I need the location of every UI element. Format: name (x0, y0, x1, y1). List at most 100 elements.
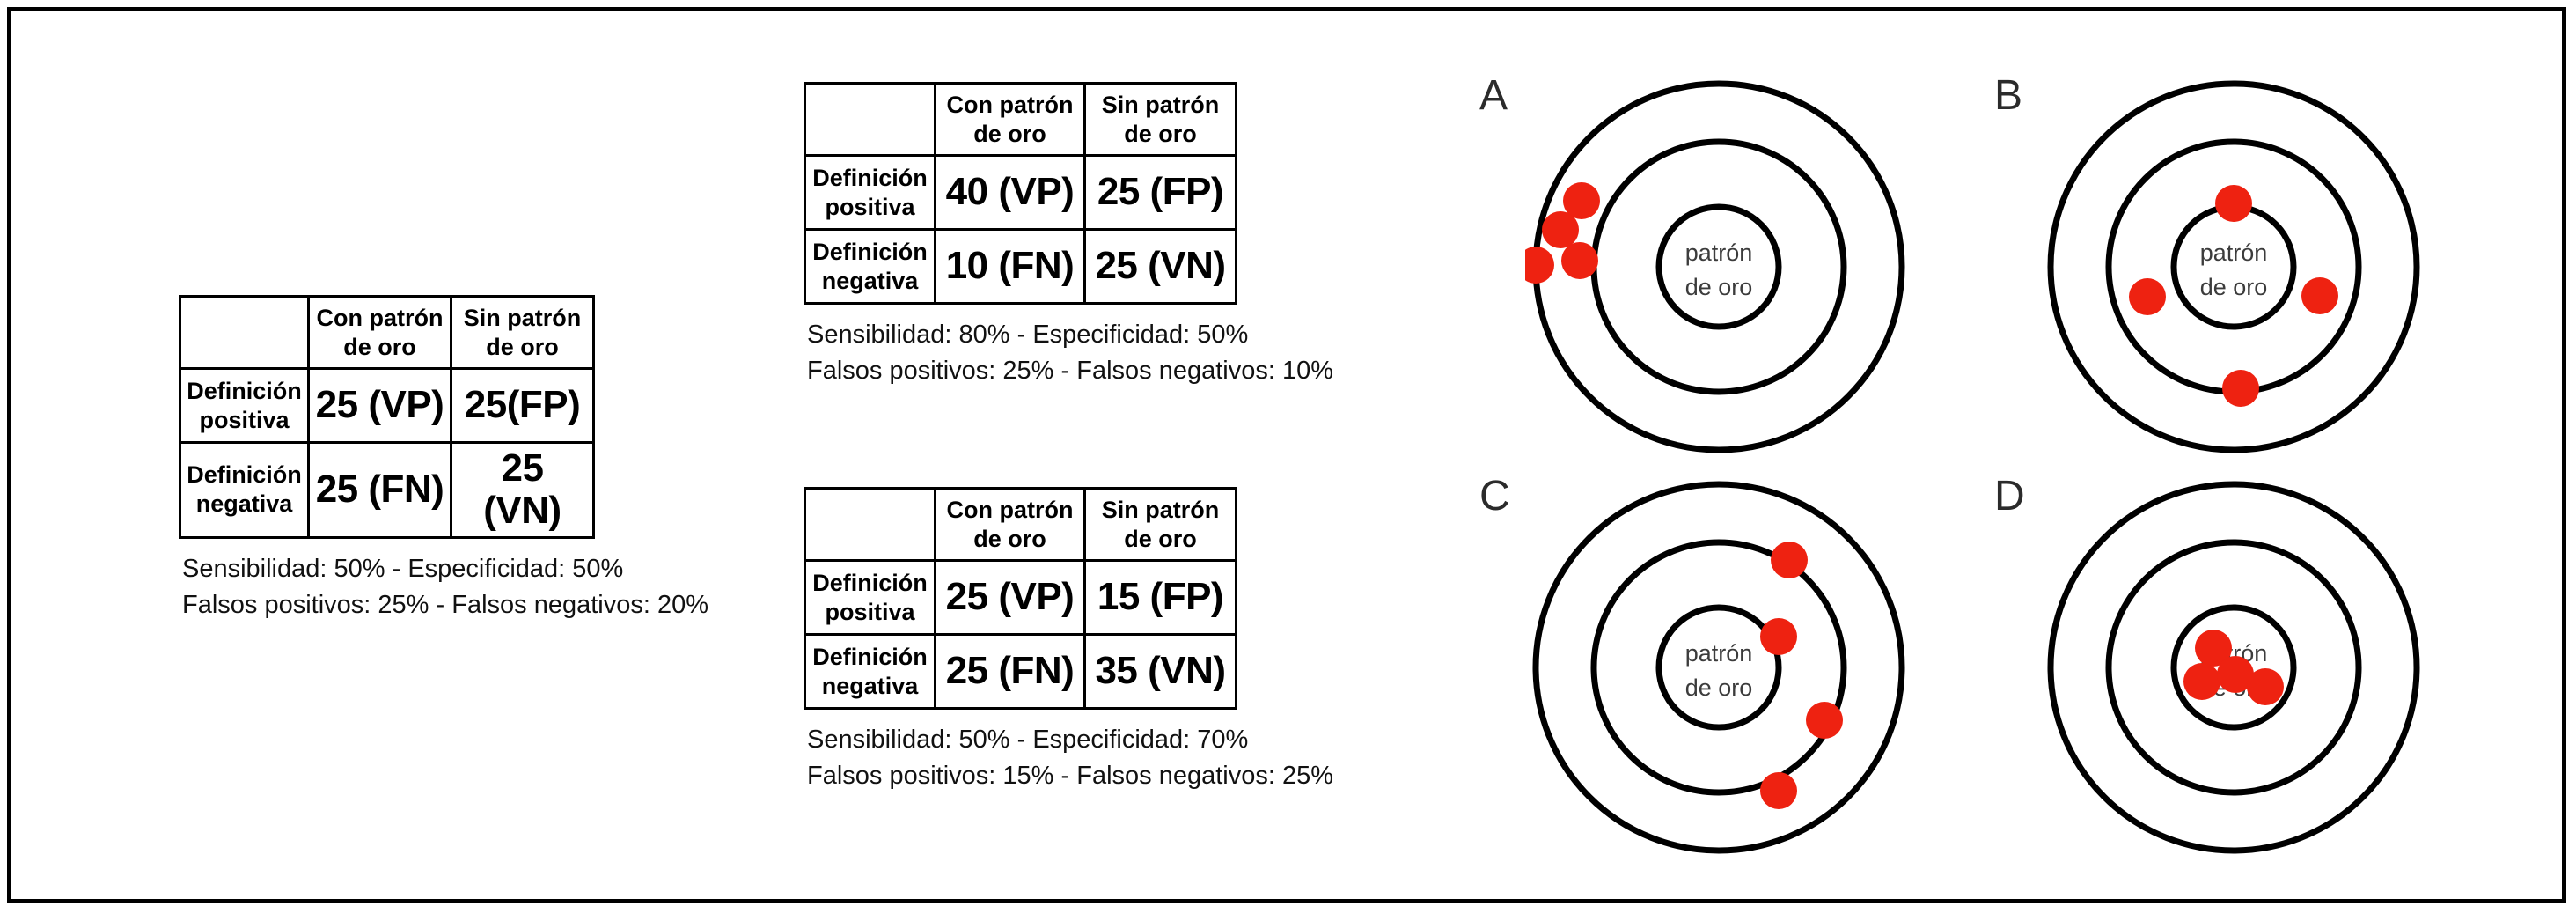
caption-falsos-positivos-negativos: Falsos positivos: 25% - Falsos negativos… (807, 357, 1333, 386)
shot-marker (1760, 618, 1797, 655)
table-row: Definición positiva 25 (VP) 25(FP) (179, 367, 595, 444)
target-rings-b: patrón de oro (2047, 80, 2420, 453)
row-header-definicion-positiva: Definición positiva (804, 154, 936, 231)
middle-ring (2105, 138, 2362, 395)
shot-marker (1525, 247, 1554, 284)
table-corner-cell (804, 82, 936, 157)
target-diagram-c: C patrón de oro (1472, 474, 1930, 861)
column-header-con-patron: Con patrón de oro (934, 487, 1086, 562)
target-diagram-d: D patrón de oro (1987, 474, 2445, 861)
inner-ring-bullseye (2170, 203, 2297, 330)
shot-marker (2222, 370, 2259, 407)
contingency-table-2: Con patrón de oro Sin patrón de oro Defi… (804, 82, 1237, 305)
caption-sensibilidad-especificidad: Sensibilidad: 50% - Especificidad: 50% (182, 554, 624, 583)
bullseye-label-line1: patrón (1685, 640, 1753, 667)
target-rings-d: patrón de oro (2047, 481, 2420, 854)
contingency-table-1: Con patrón de oro Sin patrón de oro Defi… (179, 295, 595, 539)
shot-marker (2247, 668, 2284, 705)
target-label-d: D (1994, 473, 2025, 519)
table-row: Definición negativa 10 (FN) 25 (VN) (804, 228, 1237, 305)
cell-false-negative: 10 (FN) (934, 228, 1086, 305)
outer-ring (2047, 481, 2420, 854)
table-header-row: Con patrón de oro Sin patrón de oro (179, 295, 595, 370)
inner-ring-bullseye (2170, 604, 2297, 731)
shot-marker (1771, 542, 1808, 578)
cell-true-negative: 25 (VN) (1083, 228, 1237, 305)
column-header-con-patron: Con patrón de oro (934, 82, 1086, 157)
shot-group-d (2183, 630, 2284, 705)
row-header-definicion-negativa: Definición negativa (804, 633, 936, 710)
bullseye-label-line2: de oro (1685, 274, 1753, 300)
cell-false-positive: 15 (FP) (1083, 559, 1237, 636)
middle-ring (1590, 539, 1847, 796)
shot-marker (1760, 772, 1797, 809)
shot-marker (2195, 630, 2232, 667)
contingency-table-block-3: Con patrón de oro Sin patrón de oro Defi… (804, 487, 1333, 794)
table-corner-cell (179, 295, 310, 370)
cell-false-negative: 25 (FN) (934, 633, 1086, 710)
table-corner-cell (804, 487, 936, 562)
contingency-table-block-2: Con patrón de oro Sin patrón de oro Defi… (804, 82, 1333, 389)
target-diagram-b: B patrón de oro (1987, 73, 2445, 460)
target-diagram-a: A patrón de oro (1472, 73, 1930, 460)
cell-true-positive: 25 (VP) (934, 559, 1086, 636)
shot-marker (2217, 656, 2254, 693)
target-label-c: C (1479, 473, 1510, 519)
shot-marker (2215, 185, 2252, 222)
shot-group-b (2129, 185, 2338, 407)
table-row: Definición negativa 25 (FN) 35 (VN) (804, 633, 1237, 710)
shot-marker (2129, 278, 2166, 315)
middle-ring (1590, 138, 1847, 395)
shot-marker (2183, 663, 2220, 700)
cell-true-positive: 40 (VP) (934, 154, 1086, 231)
row-header-definicion-negativa: Definición negativa (804, 228, 936, 305)
table-caption-2: Sensibilidad: 80% - Especificidad: 50% F… (804, 317, 1333, 389)
middle-ring (2105, 539, 2362, 796)
table-header-row: Con patrón de oro Sin patrón de oro (804, 82, 1237, 157)
table-row: Definición negativa 25 (FN) 25 (VN) (179, 441, 595, 539)
shot-marker (2301, 277, 2338, 314)
bullseye-label-line2: de oro (1685, 674, 1753, 701)
cell-false-positive: 25(FP) (450, 367, 595, 444)
target-label-b: B (1994, 72, 2023, 119)
row-header-definicion-positiva: Definición positiva (804, 559, 936, 636)
caption-falsos-positivos-negativos: Falsos positivos: 25% - Falsos negativos… (182, 590, 708, 619)
caption-sensibilidad-especificidad: Sensibilidad: 80% - Especificidad: 50% (807, 321, 1249, 349)
bullseye-label-line1: patrón (2200, 239, 2268, 266)
inner-ring-bullseye (1655, 604, 1782, 731)
figure-canvas: Con patrón de oro Sin patrón de oro Defi… (11, 11, 2562, 899)
table-header-row: Con patrón de oro Sin patrón de oro (804, 487, 1237, 562)
caption-falsos-positivos-negativos: Falsos positivos: 15% - Falsos negativos… (807, 762, 1333, 791)
row-header-definicion-positiva: Definición positiva (179, 367, 310, 444)
cell-false-positive: 25 (FP) (1083, 154, 1237, 231)
bullseye-label-line1: patrón (1685, 239, 1753, 266)
column-header-con-patron: Con patrón de oro (307, 295, 452, 370)
cell-true-positive: 25 (VP) (307, 367, 452, 444)
caption-sensibilidad-especificidad: Sensibilidad: 50% - Especificidad: 70% (807, 726, 1249, 754)
figure-frame: Con patrón de oro Sin patrón de oro Defi… (7, 7, 2566, 903)
shot-group-a (1525, 182, 1600, 284)
target-rings-a: patrón de oro (1525, 80, 1905, 453)
shot-marker (1561, 242, 1598, 279)
cell-true-negative: 35 (VN) (1083, 633, 1237, 710)
table-caption-1: Sensibilidad: 50% - Especificidad: 50% F… (179, 551, 708, 623)
inner-ring-bullseye (1655, 203, 1782, 330)
target-rings-c: patrón de oro (1532, 481, 1905, 854)
shot-marker (1806, 702, 1843, 739)
table-caption-3: Sensibilidad: 50% - Especificidad: 70% F… (804, 722, 1333, 794)
column-header-sin-patron: Sin patrón de oro (1083, 487, 1237, 562)
cell-true-negative: 25 (VN) (450, 441, 595, 539)
outer-ring (1532, 481, 1905, 854)
shot-marker (1563, 182, 1600, 219)
column-header-sin-patron: Sin patrón de oro (1083, 82, 1237, 157)
column-header-sin-patron: Sin patrón de oro (450, 295, 595, 370)
outer-ring (2047, 80, 2420, 453)
table-row: Definición positiva 25 (VP) 15 (FP) (804, 559, 1237, 636)
row-header-definicion-negativa: Definición negativa (179, 441, 310, 539)
cell-false-negative: 25 (FN) (307, 441, 452, 539)
contingency-table-3: Con patrón de oro Sin patrón de oro Defi… (804, 487, 1237, 710)
contingency-table-block-1: Con patrón de oro Sin patrón de oro Defi… (179, 295, 708, 623)
target-label-a: A (1479, 72, 1508, 119)
table-row: Definición positiva 40 (VP) 25 (FP) (804, 154, 1237, 231)
shot-group-c (1760, 542, 1843, 809)
